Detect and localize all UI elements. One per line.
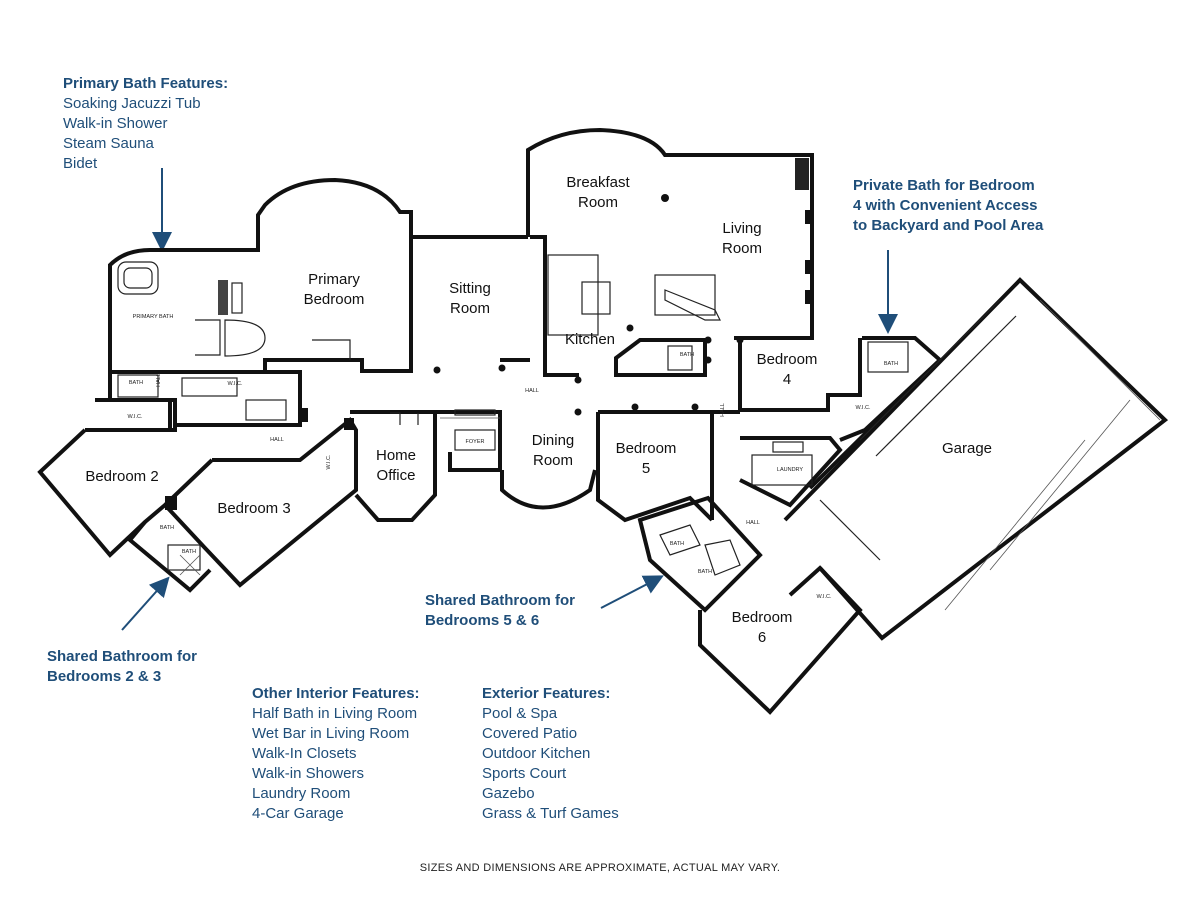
shared-bath-23-arrow <box>121 576 170 631</box>
exterior-feature-item: Grass & Turf Games <box>482 805 619 822</box>
shared-bath-56-note: Shared Bathroom for Bedrooms 5 & 6 <box>425 591 575 631</box>
room-label-bedroom-3: Bedroom 3 <box>217 500 290 517</box>
room-labels: Breakfast Room Living Room Primary Bedro… <box>85 174 992 646</box>
label-wic: W.I.C. <box>128 414 143 420</box>
shared-bath-56-line: Shared Bathroom for <box>425 592 576 609</box>
room-label-home-office: Home <box>376 447 416 464</box>
shared-bath-56-arrow <box>600 575 664 609</box>
room-label-garage: Garage <box>942 440 992 457</box>
interior-feature-item: Wet Bar in Living Room <box>252 725 410 742</box>
room-label-bedroom-6: 6 <box>758 629 766 646</box>
label-bath: BATH <box>182 549 196 555</box>
fireplace-block <box>795 158 809 190</box>
room-label-sitting: Sitting <box>449 280 491 297</box>
label-bath: BATH <box>160 525 174 531</box>
room-label-kitchen: Kitchen <box>565 331 615 348</box>
interior-feature-item: 4-Car Garage <box>252 805 344 822</box>
exterior-walls <box>37 127 1169 715</box>
interior-feature-item: Walk-in Showers <box>252 765 364 782</box>
primary-bath-features-note: Primary Bath Features: Soaking Jacuzzi T… <box>63 74 228 174</box>
interior-features-heading: Other Interior Features: <box>252 685 420 702</box>
label-hall: HALL <box>270 437 284 443</box>
label-bath: BATH <box>670 541 684 547</box>
primary-bath-feature-item: Bidet <box>63 155 98 172</box>
label-wic: W.I.C. <box>228 381 243 387</box>
label-foyer: FOYER <box>466 439 485 445</box>
private-bath-note-line: to Backyard and Pool Area <box>853 217 1044 234</box>
exterior-features-note: Exterior Features: Pool & Spa Covered Pa… <box>482 684 619 824</box>
label-hall: HALL <box>746 520 760 526</box>
interior-feature-item: Half Bath in Living Room <box>252 705 418 722</box>
label-wic: W.I.C. <box>856 405 871 411</box>
room-label-bedroom-5: 5 <box>642 460 650 477</box>
interior-feature-item: Laundry Room <box>252 785 351 802</box>
room-label-living: Room <box>722 240 762 257</box>
room-label-primary-bedroom: Bedroom <box>304 291 365 308</box>
room-label-bedroom-2: Bedroom 2 <box>85 468 158 485</box>
shared-bath-23-note: Shared Bathroom for Bedrooms 2 & 3 <box>47 647 197 687</box>
exterior-features-heading: Exterior Features: <box>482 685 611 702</box>
label-bath: BATH <box>884 361 898 367</box>
interior-features-note: Other Interior Features: Half Bath in Li… <box>252 684 420 824</box>
small-labels: PRIMARY BATH HALL BATH W.I.C. W.I.C. HAL… <box>128 314 899 600</box>
room-label-bedroom-4: 4 <box>783 371 791 388</box>
room-label-primary-bedroom: Primary <box>308 271 360 288</box>
primary-bath-features-heading: Primary Bath Features: <box>63 75 229 92</box>
label-primary-bath: PRIMARY BATH <box>133 314 174 320</box>
room-label-home-office: Office <box>377 467 416 484</box>
label-bath: BATH <box>680 352 694 358</box>
exterior-feature-item: Sports Court <box>482 765 567 782</box>
label-laundry: LAUNDRY <box>777 467 804 473</box>
room-label-breakfast: Room <box>578 194 618 211</box>
label-wic: W.I.C. <box>326 454 332 469</box>
label-bath: BATH <box>698 569 712 575</box>
exterior-feature-item: Outdoor Kitchen <box>482 745 591 762</box>
primary-bath-feature-item: Walk-in Shower <box>63 115 168 132</box>
label-hall: HALL <box>525 388 539 394</box>
room-label-bedroom-6: Bedroom <box>732 609 793 626</box>
room-label-sitting: Room <box>450 300 490 317</box>
shared-bath-56-line: Bedrooms 5 & 6 <box>425 612 540 629</box>
private-bath-note: Private Bath for Bedroom 4 with Convenie… <box>853 176 1043 236</box>
label-bath: BATH <box>129 380 143 386</box>
exterior-feature-item: Gazebo <box>482 785 535 802</box>
room-label-bedroom-5: Bedroom <box>616 440 677 457</box>
primary-bath-feature-item: Steam Sauna <box>63 135 154 152</box>
interior-feature-item: Walk-In Closets <box>252 745 357 762</box>
exterior-feature-item: Pool & Spa <box>482 705 558 722</box>
room-label-dining: Room <box>533 452 573 469</box>
room-label-dining: Dining <box>532 432 575 449</box>
label-hall: HALL <box>156 373 162 387</box>
shared-bath-23-line: Shared Bathroom for <box>47 648 198 665</box>
exterior-feature-item: Covered Patio <box>482 725 578 742</box>
disclaimer: SIZES AND DIMENSIONS ARE APPROXIMATE, AC… <box>419 862 781 874</box>
room-label-breakfast: Breakfast <box>566 174 630 191</box>
private-bath-note-line: 4 with Convenient Access <box>853 197 1038 214</box>
primary-bath-feature-item: Soaking Jacuzzi Tub <box>63 95 201 112</box>
label-hall: HALL <box>720 403 726 417</box>
label-wic: W.I.C. <box>817 594 832 600</box>
interior-details <box>117 158 1161 611</box>
chimney-block <box>165 496 177 510</box>
private-bath-note-line: Private Bath for Bedroom <box>853 177 1035 194</box>
room-label-living: Living <box>722 220 761 237</box>
shared-bath-23-line: Bedrooms 2 & 3 <box>47 668 162 685</box>
room-label-bedroom-4: Bedroom <box>757 351 818 368</box>
